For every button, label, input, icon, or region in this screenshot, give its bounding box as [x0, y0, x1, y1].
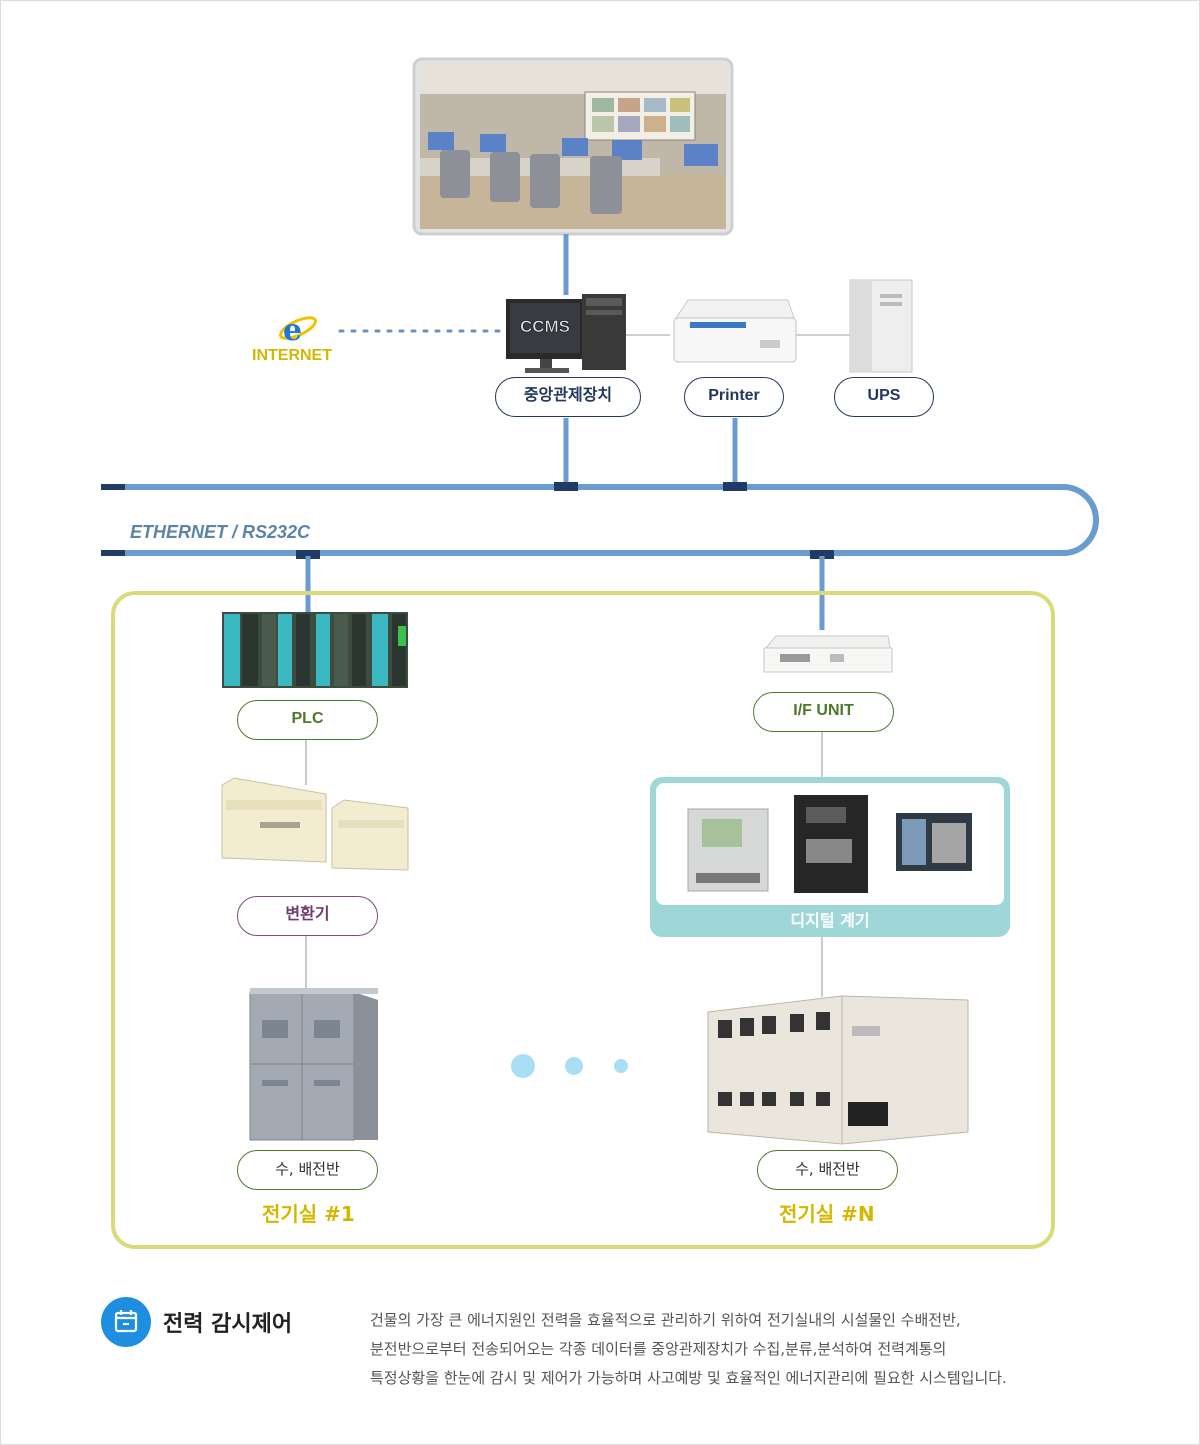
- calendar-icon: [101, 1297, 151, 1347]
- section-title: 전력 감시제어: [163, 1312, 293, 1337]
- if-unit-label: I/F UNIT: [753, 692, 894, 732]
- digital-meter-panel: 디지털 계기: [650, 777, 1010, 937]
- internet-label: INTERNET: [252, 347, 332, 364]
- converter-image: [221, 777, 409, 871]
- switchgear-image-room-n: [707, 995, 969, 1145]
- ellipsis-dot-medium: [565, 1057, 583, 1075]
- description-line: 건물의 가장 큰 에너지원인 전력을 효율적으로 관리하기 위하여 전기실내의 …: [370, 1311, 961, 1329]
- ellipsis-dot-large: [511, 1054, 535, 1078]
- svg-text:e: e: [283, 313, 302, 348]
- printer-image: [673, 299, 797, 363]
- section-description: 건물의 가장 큰 에너지원인 전력을 효율적으로 관리하기 위하여 전기실내의 …: [370, 1306, 1130, 1393]
- room-1-label: 전기실 #1: [262, 1202, 355, 1226]
- ups-label: UPS: [834, 377, 934, 417]
- plc-image: [222, 612, 408, 688]
- plc-label: PLC: [237, 700, 378, 740]
- room-n-label: 전기실 #N: [779, 1202, 875, 1226]
- internet-explorer-icon: e: [279, 313, 317, 348]
- if-unit-image: [763, 635, 893, 673]
- control-room-image: [412, 57, 734, 236]
- central-unit-label: 중앙관제장치: [495, 377, 641, 417]
- switchgear-label-room-n: 수, 배전반: [757, 1150, 898, 1190]
- digital-meter-label: 디지털 계기: [790, 911, 870, 930]
- converter-label: 변환기: [237, 896, 378, 936]
- switchgear-label-room-1: 수, 배전반: [237, 1150, 378, 1190]
- description-line: 특정상황을 한눈에 감시 및 제어가 가능하며 사고예방 및 효율적인 에너지관…: [370, 1369, 1007, 1387]
- ethernet-bus: [101, 484, 1099, 556]
- ellipsis-dot-small: [614, 1059, 628, 1073]
- switchgear-image-room-1: [249, 988, 378, 1141]
- ccms-computer-image: [506, 294, 626, 373]
- ccms-screen-text: CCMS: [520, 317, 570, 336]
- ethernet-bus-label: ETHERNET / RS232C: [130, 522, 311, 542]
- ups-image: [849, 279, 913, 373]
- printer-label: Printer: [684, 377, 784, 417]
- electrical-room-area: [111, 591, 1055, 1249]
- description-line: 분전반으로부터 전송되어오는 각종 데이터를 중앙관제장치가 수집,분류,분석하…: [370, 1340, 947, 1358]
- digital-meter-images: [656, 783, 1004, 905]
